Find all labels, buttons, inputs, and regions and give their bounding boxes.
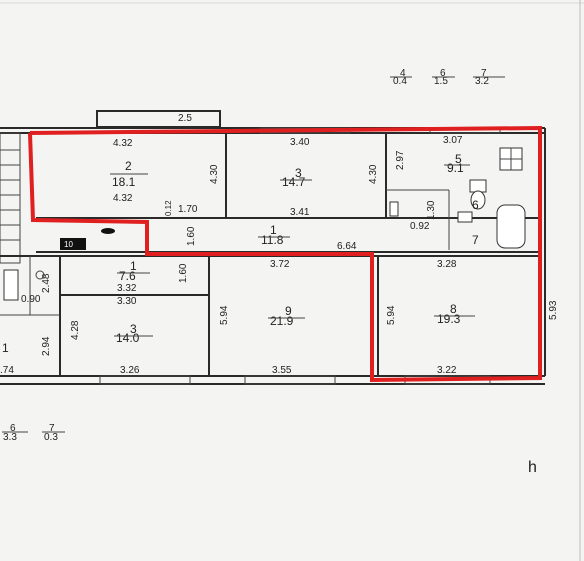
- dimension-labels: 2.5 4.32 4.32 4.30 3.40 4.30 3.07 2.97 0…: [0, 113, 559, 376]
- dim-3-40: 3.40: [290, 137, 310, 148]
- room-9-area: 21.9: [270, 314, 294, 328]
- dim-2-48: 2.48: [41, 273, 52, 293]
- room-5-area: 9.1: [447, 161, 464, 175]
- dim-1-60-b: 1.60: [178, 263, 189, 283]
- dim-5-94-b: 5.94: [386, 305, 397, 325]
- dim-3-26: 3.26: [120, 365, 140, 376]
- dim-3-41: 3.41: [290, 207, 310, 218]
- dim-6-64: 6.64: [337, 241, 357, 252]
- room-6-number: 6: [472, 198, 479, 212]
- washbasin-icon: [457, 211, 473, 223]
- dim-4-30-b: 4.30: [368, 164, 379, 184]
- legend-col-4: 4: [400, 68, 406, 79]
- lower-room-1-area: 7.6: [119, 269, 136, 283]
- dim-74: .74: [0, 365, 14, 376]
- left-fixture: [3, 269, 19, 301]
- lower-room-3-number: 3: [130, 322, 137, 336]
- legend-col-6: 6: [440, 68, 446, 79]
- footer-legend: 6 7 3.3 0.3: [2, 423, 65, 443]
- dim-4-32-top: 4.32: [113, 138, 133, 149]
- room-1-area: 11.8: [261, 233, 284, 247]
- room-9-number: 9: [285, 304, 292, 318]
- dim-3-32: 3.32: [117, 283, 137, 294]
- dim-2-94: 2.94: [41, 336, 52, 356]
- dim-3-28: 3.28: [437, 259, 457, 270]
- room-3-number: 3: [295, 166, 302, 180]
- dim-3-07: 3.07: [443, 135, 463, 146]
- dim-3-72: 3.72: [270, 259, 290, 270]
- dim-1-70: 1.70: [178, 204, 198, 215]
- footer-col-6: 6: [10, 423, 16, 434]
- footer-val-0-3: 0.3: [44, 432, 58, 443]
- dim-4-28: 4.28: [70, 320, 81, 340]
- apartment-highlight-boundary: [28, 125, 542, 383]
- legend-val-1-5: 1.5: [434, 76, 448, 87]
- footer-col-7: 7: [49, 423, 55, 434]
- dim-1-60-a: 1.60: [186, 226, 197, 246]
- room-7-number: 7: [472, 233, 479, 247]
- dim-4-30-a: 4.30: [209, 164, 220, 184]
- toilet-icon: [470, 190, 486, 210]
- room-1-number: 1: [270, 223, 277, 237]
- dim-2-5: 2.5: [178, 113, 192, 124]
- toilet-tank-icon: [469, 179, 487, 193]
- blacked-stamp: [60, 238, 86, 250]
- header-legend: 4 6 7 0.4 1.5 3.2: [390, 68, 505, 87]
- dim-4-32-mid: 4.32: [113, 193, 133, 204]
- footer-val-3-3: 3.3: [3, 432, 17, 443]
- room-3-area: 14.7: [282, 175, 306, 189]
- legend-val-3-2: 3.2: [475, 76, 489, 87]
- dim-3-22: 3.22: [437, 365, 457, 376]
- dim-0-92: 0.92: [410, 221, 430, 232]
- dim-5-94-a: 5.94: [219, 305, 230, 325]
- lower-room-1-number: 1: [130, 259, 137, 273]
- room-2-number: 2: [125, 159, 132, 173]
- room-labels: 2 18.1 3 14.7 5 9.1 6 7 1 11.8 8 19.3 9 …: [2, 152, 479, 355]
- dim-3-30: 3.30: [117, 296, 137, 307]
- bathtub-icon: [496, 204, 526, 249]
- left-edge-room-number: 1: [2, 341, 9, 355]
- legend-col-7: 7: [481, 68, 487, 79]
- dim-2-97: 2.97: [395, 150, 406, 170]
- dim-0-12: 0.12: [164, 200, 173, 216]
- dim-1-30: 1.30: [426, 200, 437, 220]
- legend-val-0-4: 0.4: [393, 76, 407, 87]
- dim-0-90: 0.90: [21, 294, 41, 305]
- room-2-area: 18.1: [112, 175, 136, 189]
- room-8-number: 8: [450, 302, 457, 316]
- corner-mark: h: [528, 459, 537, 476]
- lower-room-3-area: 14.0: [116, 331, 140, 345]
- ink-blot: [101, 228, 115, 234]
- dim-3-55: 3.55: [272, 365, 292, 376]
- room-5-number: 5: [455, 152, 462, 166]
- dim-5-93: 5.93: [548, 300, 559, 320]
- stamp-text: 10: [64, 240, 73, 249]
- bathroom-fixtures: [389, 147, 526, 249]
- room-8-area: 19.3: [437, 312, 461, 326]
- vent-icon: [389, 201, 399, 217]
